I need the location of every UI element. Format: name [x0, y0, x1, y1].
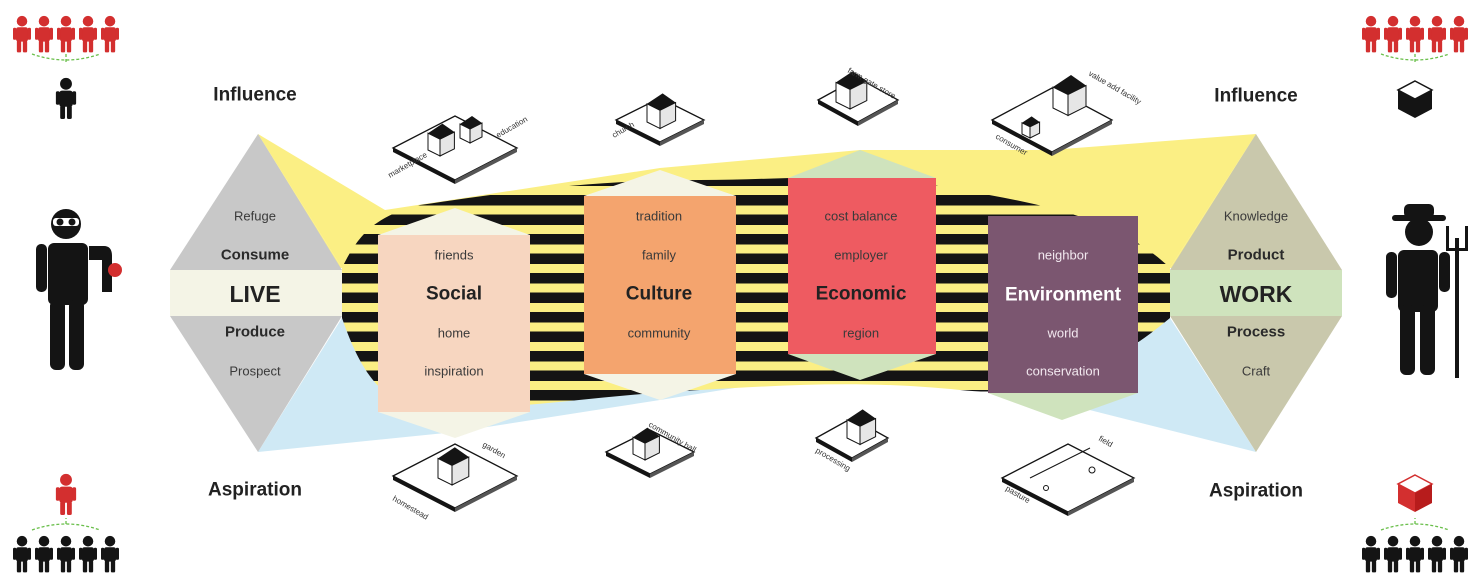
influence-arrows: [31, 518, 101, 531]
work-item-product: Product: [1228, 247, 1285, 264]
right-aspiration-label: Aspiration: [1209, 481, 1303, 502]
producer-crowd-icon: [1362, 15, 1380, 53]
economic-bottom-tip: [788, 354, 936, 380]
farm-gate-store-vignette: [816, 71, 900, 126]
community-hall-vignette: [604, 427, 696, 478]
workforce-crowd-icon: [1406, 535, 1424, 573]
workforce-crowd-icon: [1428, 535, 1446, 573]
live-item-refuge: Refuge: [234, 209, 276, 224]
caption-education: education: [495, 115, 530, 140]
homestead-vignette: [391, 443, 519, 512]
live-item-prospect: Prospect: [229, 364, 281, 379]
producer-crowd-icon: [1384, 15, 1402, 53]
producer-crowd-icon: [1450, 15, 1468, 53]
social-title: Social: [426, 284, 482, 305]
culture-title: Culture: [626, 284, 693, 305]
culture-item-tradition: tradition: [636, 209, 682, 224]
caption-field: field: [1097, 434, 1114, 449]
workforce-crowd-icon: [1384, 535, 1402, 573]
community-crowd-icon: [101, 535, 119, 573]
people-groups: [13, 15, 1468, 573]
workforce-crowd-icon: [1362, 535, 1380, 573]
economic-title: Economic: [816, 284, 907, 305]
consumer-crowd-icon: [79, 15, 97, 53]
culture-bottom-tip: [584, 374, 736, 400]
environment-box: [988, 216, 1138, 393]
economic-item-region: region: [843, 326, 879, 341]
social-item-inspiration: inspiration: [424, 364, 483, 379]
workforce-crowd-icon: [1450, 535, 1468, 573]
environment-item-neighbor: neighbor: [1038, 248, 1089, 263]
economic-top-tip: [788, 150, 936, 178]
live-label: LIVE: [229, 281, 280, 307]
culture-item-family: family: [642, 248, 676, 263]
social-top-tip: [378, 208, 530, 235]
work-item-knowledge: Knowledge: [1224, 209, 1288, 224]
social-box: [378, 235, 530, 412]
farmer-figure-icon: [1386, 204, 1468, 378]
environment-bottom-tip: [988, 393, 1138, 420]
community-crowd-icon: [13, 535, 31, 573]
caption-value-add-facility: value add facility: [1087, 69, 1143, 106]
product-cube-icon: [1396, 80, 1434, 118]
culture-box: [584, 196, 736, 374]
work-diamond: [1170, 134, 1342, 452]
consumer-crowd-icon: [13, 15, 31, 53]
caption-homestead: homestead: [391, 494, 430, 522]
environment-item-world: world: [1046, 326, 1078, 341]
consumer-crowd-icon: [35, 15, 53, 53]
striped-pool: [342, 177, 1170, 410]
environment-title: Environment: [1005, 285, 1122, 306]
consumer-crowd-icon: [57, 15, 75, 53]
consumer-figure-icon: [36, 209, 122, 370]
building-vignettes: [391, 71, 1136, 516]
church-vignette: [614, 93, 706, 146]
education-vignette: [391, 115, 519, 184]
red-cube-icon: [1396, 474, 1434, 512]
individual-icon: [55, 77, 77, 119]
influence-arrows: [1380, 518, 1450, 531]
left-influence-label: Influence: [213, 85, 296, 106]
left-aspiration-label: Aspiration: [208, 480, 302, 501]
individual-red-icon: [55, 473, 77, 515]
consumer-crowd-icon: [101, 15, 119, 53]
culture-top-tip: [584, 170, 736, 196]
environment-item-conservation: conservation: [1026, 364, 1100, 379]
economic-item-employer: employer: [834, 248, 888, 263]
culture-item-community: community: [628, 326, 691, 341]
work-item-process: Process: [1227, 324, 1285, 341]
work-item-craft: Craft: [1242, 364, 1271, 379]
right-influence-label: Influence: [1214, 86, 1297, 107]
producer-crowd-icon: [1428, 15, 1446, 53]
field-pasture-vignette: [1000, 443, 1136, 516]
community-crowd-icon: [79, 535, 97, 573]
influence-arrows: [1380, 53, 1450, 62]
live-item-consume: Consume: [221, 247, 289, 264]
economic-item-cost-balance: cost balance: [825, 209, 898, 224]
social-item-home: home: [438, 326, 471, 341]
caption-garden: garden: [481, 440, 507, 460]
community-crowd-icon: [35, 535, 53, 573]
live-item-produce: Produce: [225, 324, 285, 341]
influence-arrows: [31, 53, 101, 62]
value-add-facility-vignette: [990, 75, 1114, 156]
processing-vignette: [814, 409, 890, 462]
social-item-friends: friends: [434, 248, 474, 263]
social-bottom-tip: [378, 412, 530, 438]
work-label: WORK: [1220, 281, 1293, 307]
producer-crowd-icon: [1406, 15, 1424, 53]
economic-box: [788, 178, 936, 354]
community-crowd-icon: [57, 535, 75, 573]
live-diamond: [170, 134, 342, 452]
